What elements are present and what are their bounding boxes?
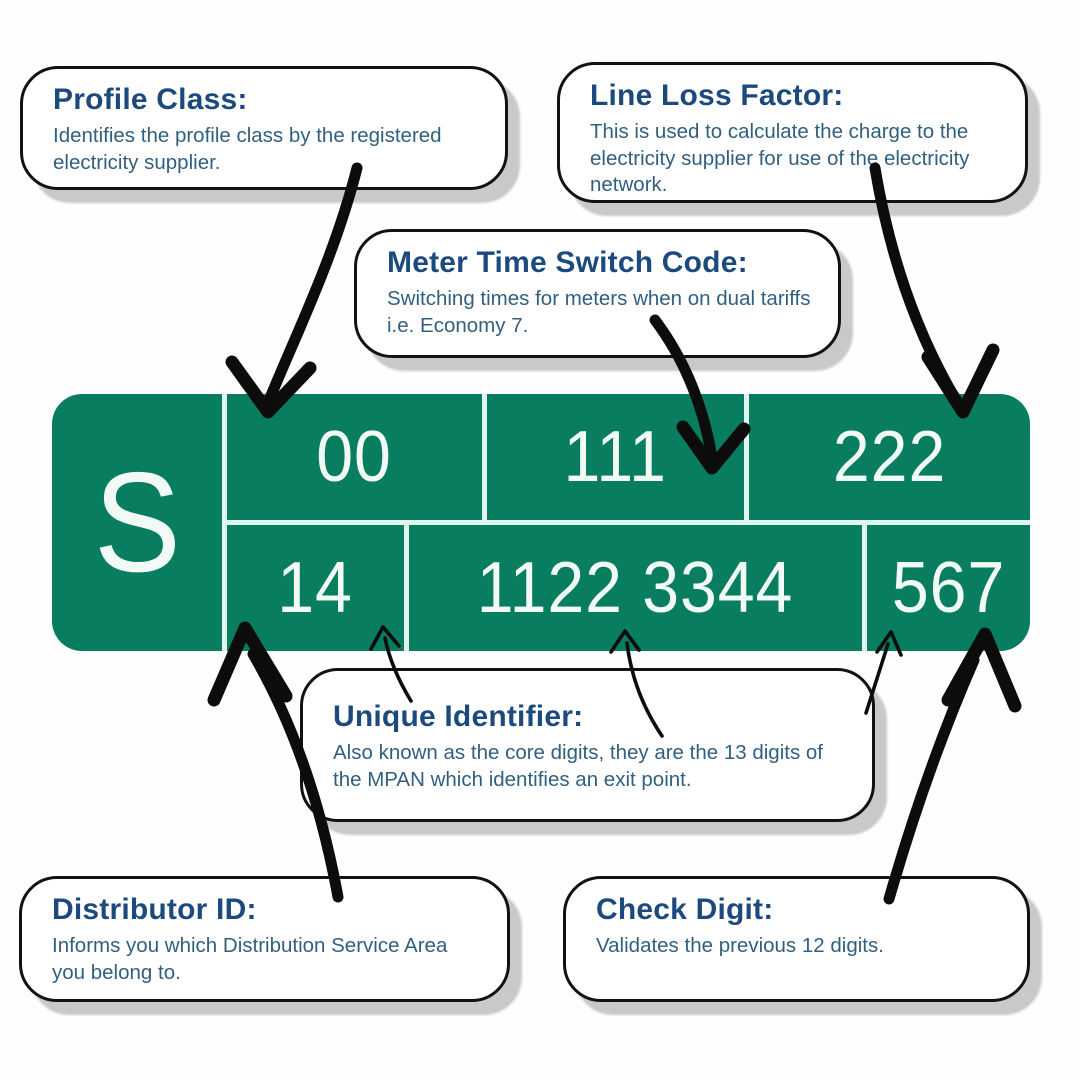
callout-line-loss-factor: Line Loss Factor: This is used to calcul… [557,62,1028,203]
cell-check-digit: 567 [867,525,1030,651]
unique-identifier-value: 1122 3344 [477,548,794,628]
profile-class-title: Profile Class: [53,83,248,116]
cell-meter-time-switch: 111 [487,394,744,520]
callout-profile-class: Profile Class: Identifies the profile cl… [20,66,508,190]
check-digit-description: Validates the previous 12 digits. [596,934,884,957]
check-digit-title: Check Digit: [596,893,774,926]
cell-profile-class: 00 [227,394,482,520]
meter-time-switch-value: 111 [563,417,668,497]
mpan-number-panel: S 00 111 222 14 [52,394,1030,651]
unique-identifier-description: Also known as the core digits, they are … [333,741,823,791]
cell-unique-identifier: 1122 3344 [409,525,862,651]
profile-class-arrow-icon [225,162,363,419]
panel-divider [482,394,487,520]
line-loss-arrow-icon [869,162,1000,419]
panel-divider [222,394,227,651]
profile-class-description: Identifies the profile class by the regi… [53,124,442,174]
meter-time-switch-description: Switching times for meters when on dual … [387,287,811,337]
supplier-marker-value: S [93,442,181,602]
distributor-id-title: Distributor ID: [52,893,257,926]
cell-line-loss-factor: 222 [749,394,1030,520]
mpan-bottom-row: 14 1122 3344 567 [227,525,1030,651]
line-loss-factor-description: This is used to calculate the charge to … [590,120,970,196]
distributor-id-description: Informs you which Distribution Service A… [52,934,448,984]
check-digit-arrow-icon [883,627,1022,905]
cell-supplier-marker: S [52,394,222,651]
callout-meter-time-switch-code: Meter Time Switch Code: Switching times … [354,229,841,358]
callout-check-digit: Check Digit: Validates the previous 12 d… [563,876,1030,1002]
distributor-id-value: 14 [277,548,354,628]
line-loss-factor-value: 222 [832,417,947,497]
line-loss-factor-title: Line Loss Factor: [590,79,844,112]
callout-unique-identifier: Unique Identifier: Also known as the cor… [300,668,875,822]
panel-divider [404,525,409,651]
check-digit-value: 567 [891,548,1006,628]
callout-distributor-id: Distributor ID: Informs you which Distri… [19,876,510,1002]
panel-divider [227,520,1030,525]
unique-identifier-title: Unique Identifier: [333,700,584,733]
mpan-grid: 00 111 222 14 1122 3344 [227,394,1030,651]
mpan-top-row: 00 111 222 [227,394,1030,520]
meter-time-switch-title: Meter Time Switch Code: [387,246,748,279]
cell-distributor-id: 14 [227,525,404,651]
panel-divider [862,525,867,651]
profile-class-value: 00 [316,417,393,497]
